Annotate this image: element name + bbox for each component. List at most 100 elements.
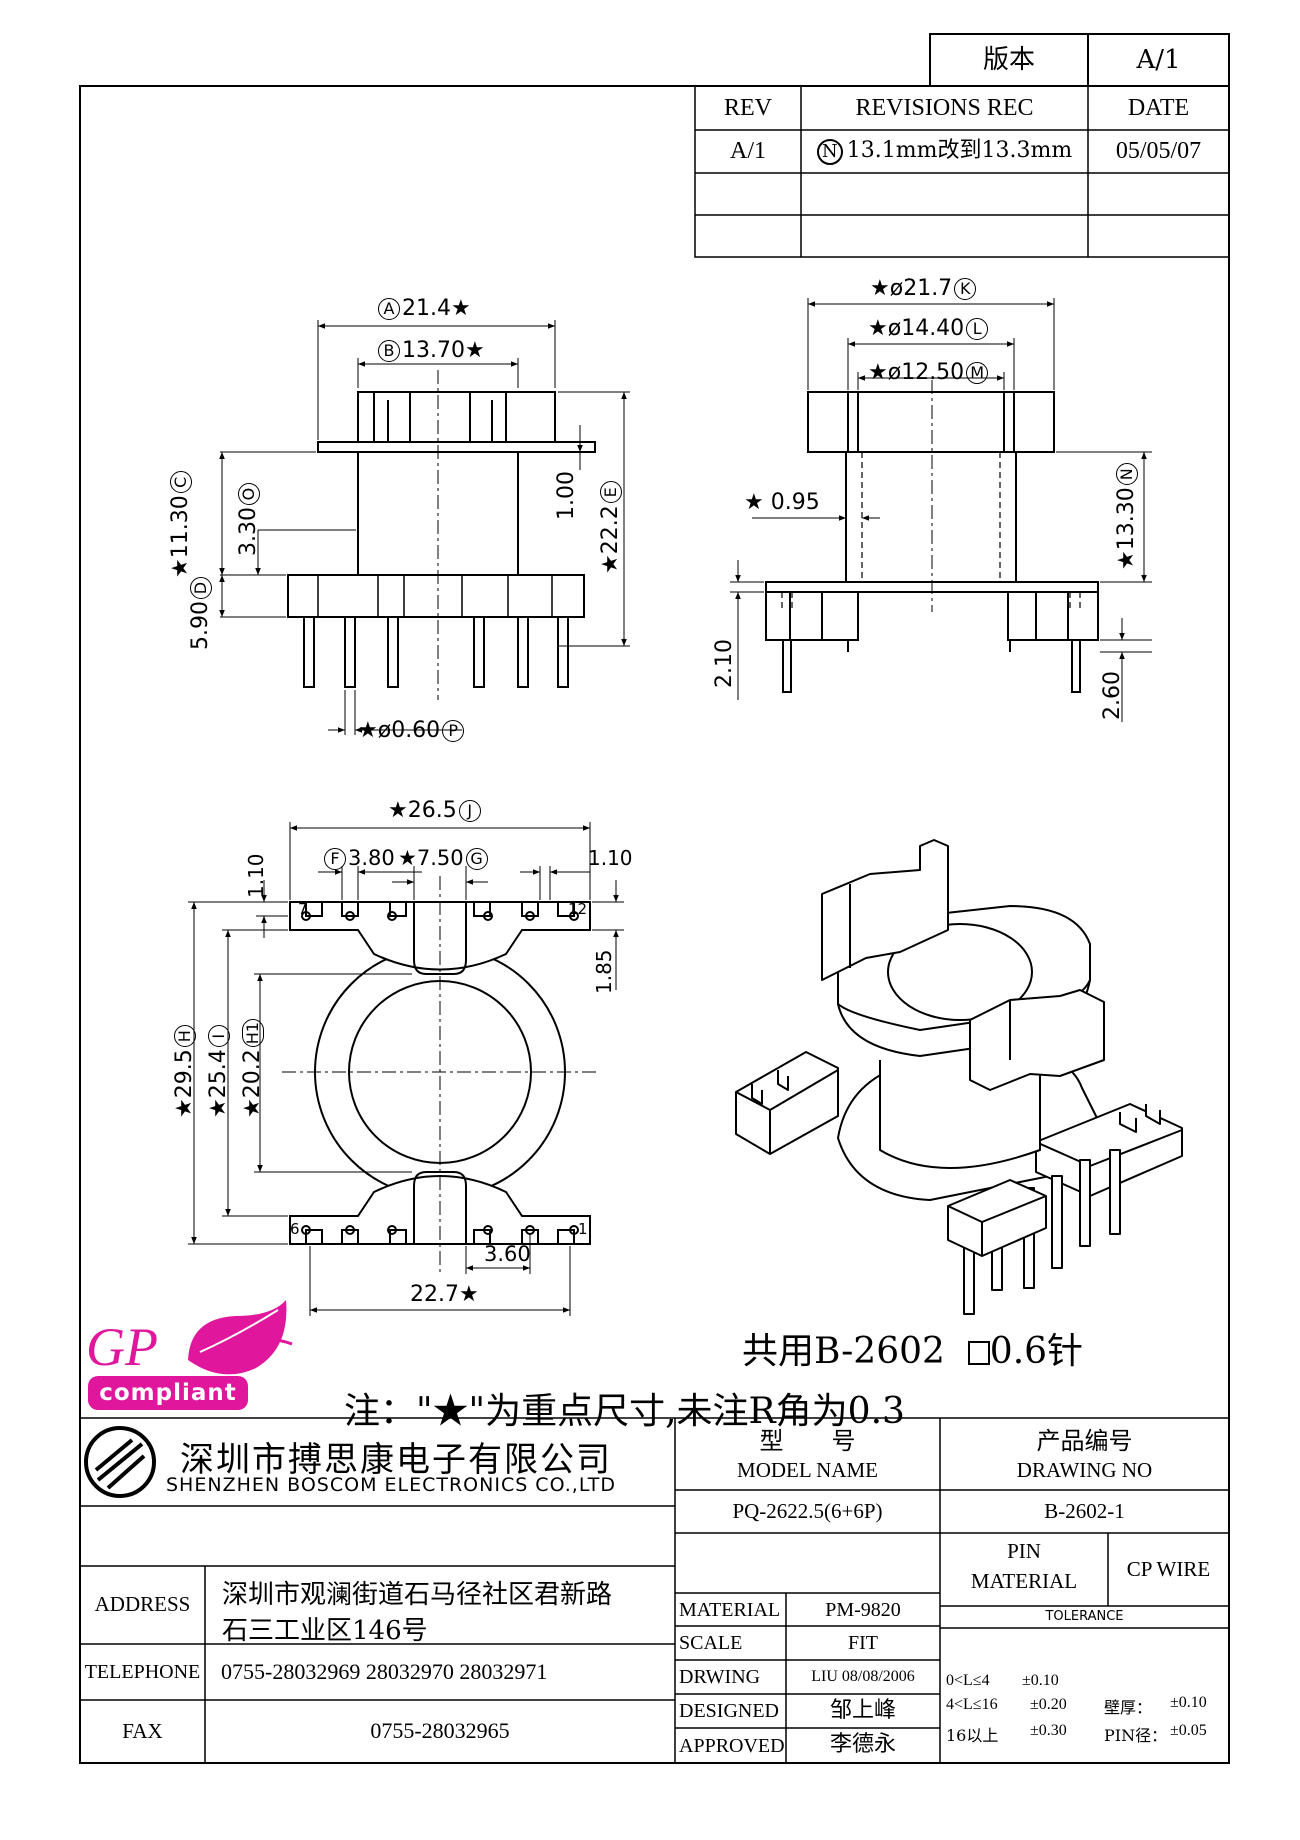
pin-material-label-2: MATERIAL — [970, 1569, 1078, 1594]
dim-3-60: 3.60 — [484, 1242, 531, 1266]
telephone-value: 0755-28032969 28032970 28032971 — [221, 1658, 548, 1684]
letter-o-icon: O — [238, 483, 260, 506]
model-value: PQ-2622.5(6+6P) — [732, 1498, 883, 1523]
letter-f-icon: F — [324, 848, 346, 870]
letter-k-icon: K — [954, 278, 977, 300]
drawing-label-cn: 产品编号 — [1036, 1426, 1133, 1455]
drawing-note: 注："★"为重点尺寸,未注R角为0.3 — [344, 1391, 905, 1432]
dim-n: ★13.30N — [1114, 461, 1139, 570]
sheet-border — [79, 85, 1230, 1764]
pin-label-12: 12 — [568, 900, 588, 918]
material-value: PM-9820 — [825, 1598, 901, 1621]
revision-row-rec-text: 13.1mm改到13.3mm — [846, 138, 1073, 164]
dim-22-7: 22.7★ — [410, 1282, 479, 1307]
letter-a-icon: A — [378, 298, 400, 320]
address-line-1: 深圳市观澜街道石马径社区君新路 — [222, 1580, 613, 1610]
revisions-rec-header: REVISIONS REC — [855, 94, 1034, 121]
drawing-value: B-2602-1 — [1044, 1498, 1125, 1523]
letter-i-icon: I — [208, 1025, 230, 1048]
dim-1-10-right: 1.10 — [588, 846, 633, 870]
wall-thickness-label: 壁厚： — [1104, 1698, 1153, 1717]
address-line-2: 石三工业区146号 — [222, 1616, 428, 1646]
letter-h1-icon: H1 — [242, 1019, 264, 1048]
tolerance-range-2: 4<L≤16 — [946, 1696, 998, 1713]
approved-value: 李德永 — [829, 1732, 896, 1758]
designed-value: 邹上峰 — [829, 1697, 896, 1723]
letter-n-icon: N — [1116, 463, 1138, 486]
letter-d-icon: D — [190, 577, 212, 600]
letter-g-icon: G — [465, 848, 488, 870]
pin-label-7: 7 — [298, 900, 308, 918]
tolerance-range-3: 16以上 — [946, 1726, 999, 1745]
dim-c: ★11.30C — [168, 469, 193, 578]
revision-row-rec: N 13.1mm改到13.3mm — [801, 130, 1088, 173]
compliant-badge — [88, 1376, 248, 1410]
version-value: A/1 — [1136, 44, 1181, 75]
wall-thickness-value: ±0.10 — [1170, 1694, 1207, 1711]
date-header: DATE — [1127, 94, 1190, 121]
fax-value: 0755-28032965 — [370, 1718, 510, 1744]
telephone-label: TELEPHONE — [84, 1661, 201, 1683]
model-label-en: MODEL NAME — [737, 1458, 878, 1483]
dim-1-85: 1.85 — [592, 949, 616, 994]
letter-j-icon: J — [458, 800, 481, 822]
pin-diameter-value: ±0.05 — [1170, 1722, 1207, 1739]
tolerance-value-3: ±0.30 — [1030, 1722, 1067, 1739]
dim-o: 3.30O — [236, 481, 261, 556]
revision-row-rev: A/1 — [730, 138, 766, 165]
gp-logo-text: GP — [86, 1317, 158, 1377]
letter-h-icon: H — [174, 1025, 196, 1048]
tolerance-value-1: ±0.10 — [1022, 1672, 1059, 1689]
front-view — [287, 391, 596, 688]
letter-m-icon: M — [966, 362, 989, 384]
dim-h: ★29.5H — [172, 1023, 197, 1118]
fax-label: FAX — [122, 1718, 163, 1743]
letter-e-icon: E — [600, 481, 622, 504]
dim-1-10-left: 1.10 — [244, 853, 268, 898]
material-label: MATERIAL — [679, 1598, 781, 1621]
side-view — [765, 391, 1099, 693]
square-icon — [967, 1341, 990, 1365]
scale-value: FIT — [848, 1632, 878, 1654]
company-logo-icon — [84, 1426, 156, 1498]
letter-l-icon: L — [966, 318, 989, 340]
gp-logo-leaf-icon — [188, 1300, 293, 1375]
letter-p-icon: P — [442, 720, 465, 742]
dim-e: ★22.2E — [598, 479, 623, 574]
dim-i: ★25.4I — [206, 1023, 231, 1118]
letter-c-icon: C — [170, 471, 192, 494]
circled-n-icon: N — [816, 138, 843, 165]
address-label: ADDRESS — [94, 1592, 191, 1617]
letter-b-icon: B — [378, 340, 400, 362]
dim-h1: ★20.2H1 — [240, 1017, 265, 1118]
rev-header: REV — [724, 94, 772, 121]
dim-d: 5.90D — [188, 575, 213, 650]
shared-note: 共用B-2602 0.6针 — [742, 1331, 1084, 1372]
pin-diameter-label: PIN径： — [1104, 1726, 1168, 1745]
drawing-label-en: DRAWING NO — [1016, 1458, 1153, 1483]
revision-row-date: 05/05/07 — [1115, 138, 1202, 165]
dim-0-95: ★ 0.95 — [744, 490, 820, 515]
pin-label-1: 1 — [578, 1220, 588, 1238]
tolerance-label: TOLERANCE — [1045, 1608, 1124, 1624]
scale-label: SCALE — [679, 1632, 743, 1654]
approved-label: APPROVED — [679, 1734, 785, 1757]
company-name-cn: 深圳市搏思康电子有限公司 — [180, 1440, 612, 1480]
drawing-by-value: LIU 08/08/2006 — [811, 1668, 915, 1686]
pin-material-value: CP WIRE — [1126, 1556, 1211, 1581]
tolerance-range-1: 0<L≤4 — [946, 1672, 990, 1689]
title-block-lines — [80, 1417, 1229, 1763]
version-label: 版本 — [982, 44, 1035, 75]
pin-label-6: 6 — [290, 1220, 300, 1238]
isometric-view — [735, 839, 1183, 1315]
pin-material-label-1: PIN — [1007, 1539, 1041, 1564]
